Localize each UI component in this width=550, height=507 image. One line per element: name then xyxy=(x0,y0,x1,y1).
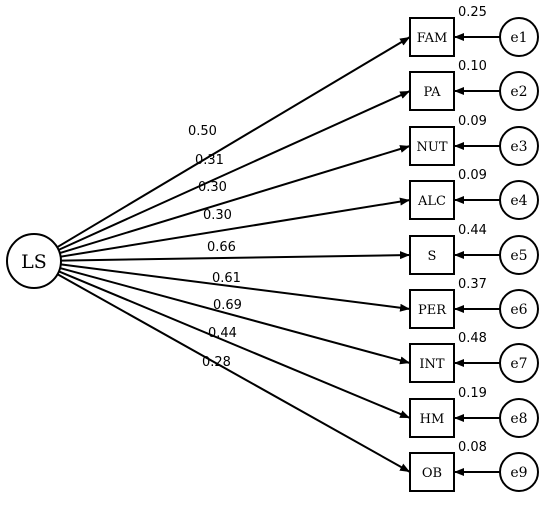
path-ls-to-ob xyxy=(57,273,411,473)
indicator-label-per: PER xyxy=(418,303,447,318)
path-ls-to-int xyxy=(59,267,411,365)
error-label-e1: e1 xyxy=(510,30,527,46)
error-label-e8: e8 xyxy=(510,411,527,427)
indicator-box-alc xyxy=(409,180,455,220)
r-squared-label-hm: 0.19 xyxy=(458,386,487,401)
error-node-e2 xyxy=(499,71,539,111)
path-ls-to-pa xyxy=(58,90,411,251)
r-squared-label-fam: 0.25 xyxy=(458,5,487,20)
error-node-e1 xyxy=(499,17,539,57)
path-ls-to-hm xyxy=(58,270,411,419)
indicator-label-hm: HM xyxy=(420,412,445,427)
indicator-box-nut xyxy=(409,126,455,166)
error-label-e3: e3 xyxy=(510,139,527,155)
indicator-label-s: S xyxy=(428,249,437,264)
error-node-e9 xyxy=(499,452,539,492)
path-ls-to-fam xyxy=(56,36,411,249)
indicator-label-int: INT xyxy=(419,357,445,372)
loading-label-pa: 0.31 xyxy=(195,153,224,168)
error-label-e7: e7 xyxy=(510,356,527,372)
error-label-e2: e2 xyxy=(510,84,527,100)
r-squared-label-nut: 0.09 xyxy=(458,114,487,129)
latent-node-ls xyxy=(6,233,62,289)
error-node-e8 xyxy=(499,398,539,438)
r-squared-label-per: 0.37 xyxy=(458,277,487,292)
path-ls-to-alc xyxy=(60,197,411,258)
error-label-e4: e4 xyxy=(510,193,527,209)
r-squared-label-s: 0.44 xyxy=(458,223,487,238)
loading-label-s: 0.66 xyxy=(207,240,236,255)
path-ls-to-per xyxy=(60,263,411,312)
path-ls-to-s xyxy=(60,251,411,262)
indicator-box-fam xyxy=(409,17,455,57)
error-label-e9: e9 xyxy=(510,465,527,481)
loading-label-int: 0.69 xyxy=(213,298,242,313)
error-label-e5: e5 xyxy=(510,248,527,264)
loading-label-ob: 0.28 xyxy=(202,355,231,370)
loading-label-nut: 0.30 xyxy=(198,180,227,195)
indicator-label-nut: NUT xyxy=(416,140,447,155)
indicator-box-s xyxy=(409,235,455,275)
error-node-e3 xyxy=(499,126,539,166)
error-node-e5 xyxy=(499,235,539,275)
indicator-label-pa: PA xyxy=(424,85,442,100)
r-squared-label-pa: 0.10 xyxy=(458,59,487,74)
indicator-box-pa xyxy=(409,71,455,111)
loading-label-alc: 0.30 xyxy=(203,208,232,223)
loading-label-fam: 0.50 xyxy=(188,124,217,139)
path-ls-to-nut xyxy=(59,145,411,255)
error-node-e4 xyxy=(499,180,539,220)
r-squared-label-int: 0.48 xyxy=(458,331,487,346)
indicator-box-ob xyxy=(409,452,455,492)
error-node-e7 xyxy=(499,343,539,383)
loading-label-per: 0.61 xyxy=(212,271,241,286)
indicator-box-per xyxy=(409,289,455,329)
indicator-label-ob: OB xyxy=(422,466,442,481)
nodes-layer: LS 0.50 FAM 0.25 e1 0.31 PA 0.10 e2 0.30 NUT 0.09 e… xyxy=(6,5,539,492)
indicator-label-alc: ALC xyxy=(417,194,446,209)
r-squared-label-ob: 0.08 xyxy=(458,440,487,455)
error-label-e6: e6 xyxy=(510,302,527,318)
error-node-e6 xyxy=(499,289,539,329)
indicator-box-int xyxy=(409,343,455,383)
indicator-box-hm xyxy=(409,398,455,438)
latent-label-ls: LS xyxy=(21,251,47,273)
paths-layer xyxy=(56,33,500,476)
loading-label-hm: 0.44 xyxy=(208,326,237,341)
indicator-label-fam: FAM xyxy=(417,31,448,46)
r-squared-label-alc: 0.09 xyxy=(458,168,487,183)
